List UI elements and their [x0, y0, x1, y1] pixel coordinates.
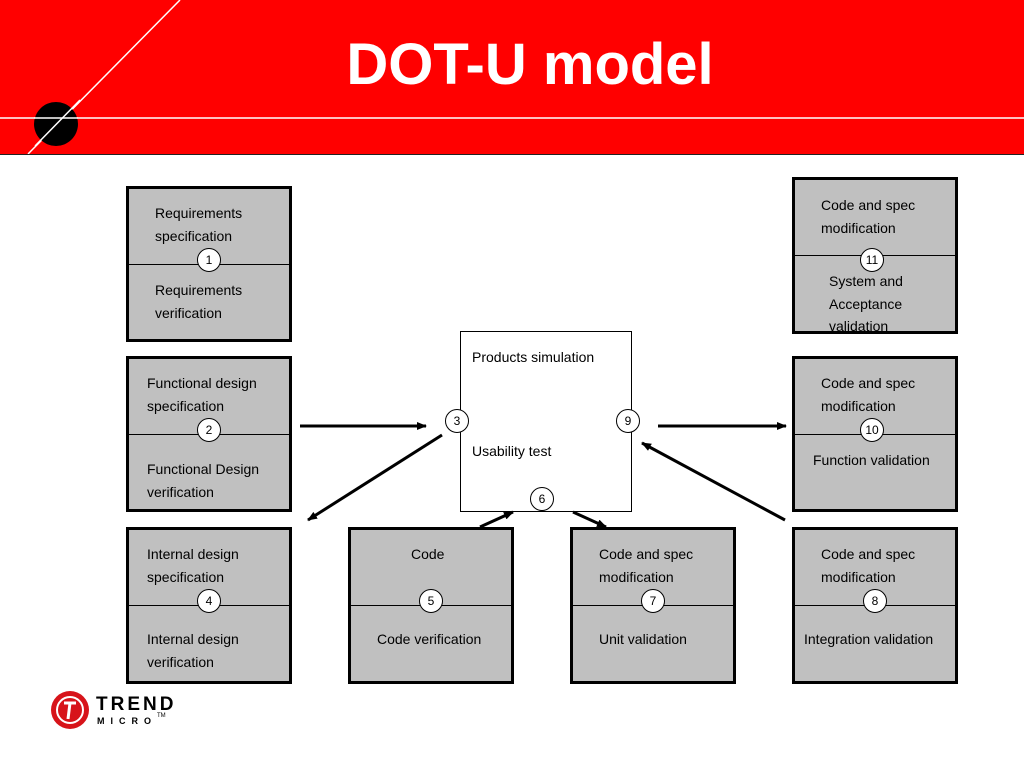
step-badge-5: 5 — [419, 589, 443, 613]
box-integration-validation: Code and spec modification Integration v… — [792, 527, 958, 684]
usability-center-box: Products simulation Usability test — [460, 331, 632, 512]
box-top-text: Internal design specification — [147, 546, 239, 585]
box-top-text: Requirements specification — [155, 205, 243, 244]
step-badge-9: 9 — [616, 409, 640, 433]
step-badge-6: 6 — [530, 487, 554, 511]
trend-micro-logo-icon — [51, 691, 89, 729]
arrow-8-to-9 — [641, 441, 786, 522]
box-unit-validation: Code and spec modification Unit validati… — [570, 527, 736, 684]
box-top-text: Code and spec modification — [821, 197, 916, 236]
title-banner: DOT-U model — [0, 0, 1024, 155]
slide-title: DOT-U model — [346, 32, 714, 97]
step-badge-11: 11 — [860, 248, 884, 272]
center-top-text: Products simulation — [472, 349, 595, 365]
logo-wordmark-micro: MICRO — [97, 716, 157, 726]
box-bottom-text: Unit validation — [599, 631, 687, 647]
step-badge-2: 2 — [197, 418, 221, 442]
box-bottom-text: Code verification — [377, 631, 482, 647]
box-bottom-text: Integration validation — [804, 631, 934, 647]
center-bottom-text: Usability test — [472, 443, 552, 459]
logo-wordmark-trend: TREND — [96, 694, 177, 715]
box-top-text: Code — [411, 546, 445, 562]
box-bottom-text: Function validation — [813, 452, 930, 468]
box-top-text: Functional design specification — [147, 375, 257, 414]
box-bottom-text: Functional Design verification — [147, 461, 260, 500]
box-top-text: Code and spec modification — [821, 375, 916, 414]
box-bottom-text: System and Acceptance validation — [829, 273, 903, 334]
step-badge-7: 7 — [641, 589, 665, 613]
step-badge-8: 8 — [863, 589, 887, 613]
box-bottom-text: Requirements verification — [155, 282, 243, 321]
step-badge-1: 1 — [197, 248, 221, 272]
banner-decoration — [0, 0, 1024, 154]
logo-trademark: TM — [157, 713, 166, 719]
box-bottom-text: Internal design verification — [147, 631, 239, 670]
step-badge-3: 3 — [445, 409, 469, 433]
box-internal-design: Internal design specification Internal d… — [126, 527, 292, 684]
step-badge-4: 4 — [197, 589, 221, 613]
arrow-5-to-6 — [479, 510, 514, 529]
box-top-text: Code and spec modification — [821, 546, 916, 585]
arrow-3-to-4 — [307, 433, 443, 522]
step-badge-10: 10 — [860, 418, 884, 442]
box-top-text: Code and spec modification — [599, 546, 694, 585]
arrow-6-to-7 — [572, 510, 607, 529]
